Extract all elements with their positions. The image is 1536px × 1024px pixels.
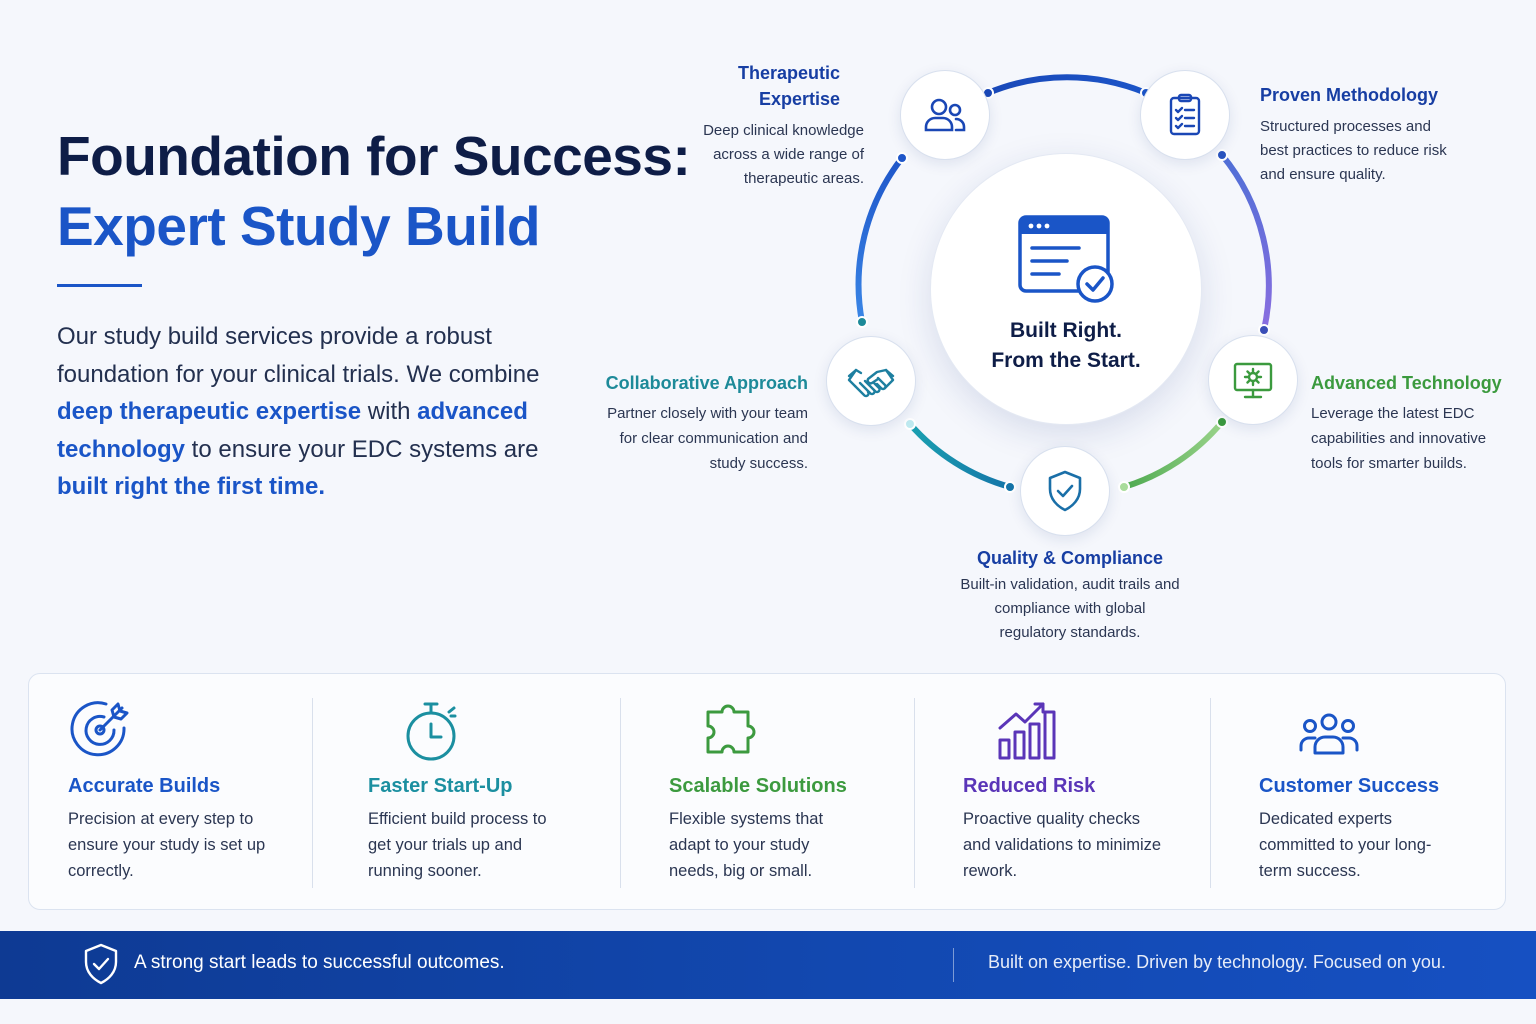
node-title-quality-compliance: Quality & Compliance	[976, 548, 1164, 568]
benefit-title-faster-start-up: Faster Start-Up	[368, 775, 513, 797]
benefits-panel	[28, 673, 1506, 910]
intro-text-2: with	[361, 398, 418, 425]
benefit-title-customer-success: Customer Success	[1259, 775, 1440, 797]
benefit-desc-faster-start-up: Efficient build process to get your tria…	[368, 810, 547, 880]
intro-text-3: to ensure your EDC systems are	[185, 435, 539, 463]
node-collaborative-approach	[826, 336, 916, 426]
benefit-desc-scalable-solutions: Flexible systems that adapt to your stud…	[669, 810, 824, 880]
handshake-icon	[847, 368, 895, 398]
center-line-2: From the Start.	[991, 349, 1141, 372]
target-icon	[70, 701, 129, 757]
benefit-divider	[620, 698, 621, 888]
node-title-therapeutic-expertise: Therapeutic Expertise	[737, 63, 840, 109]
benefit-divider	[914, 698, 915, 888]
node-desc-collaborative-approach: Partner closely with your team for clear…	[607, 405, 808, 472]
node-desc-proven-methodology: Structured processes and best practices …	[1260, 118, 1447, 183]
people-icon	[924, 98, 966, 132]
node-proven-methodology	[1140, 70, 1230, 160]
footer-divider	[953, 948, 954, 982]
intro-paragraph: Our study build services provide a robus…	[57, 318, 557, 506]
monitor-gear-icon	[1233, 362, 1273, 399]
node-title-advanced-technology: Advanced Technology	[1311, 373, 1502, 393]
footer-tagline: A strong start leads to successful outco…	[134, 952, 505, 973]
intro-text-1: Our study build services provide a robus…	[57, 323, 540, 388]
intro-highlight-3: built right the first time.	[57, 473, 325, 500]
node-therapeutic-expertise	[900, 70, 990, 160]
chart-up-icon	[998, 702, 1056, 760]
team-icon	[1299, 713, 1359, 755]
node-advanced-technology	[1208, 335, 1298, 425]
page-title-line1: Foundation for Success:	[57, 125, 691, 187]
benefit-divider	[312, 698, 313, 888]
node-title-collaborative-approach: Collaborative Approach	[605, 373, 808, 393]
center-message: Built Right. From the Start.	[930, 316, 1202, 376]
intro-highlight-1: deep therapeutic expertise	[57, 398, 362, 425]
browser-check-icon	[1018, 215, 1114, 303]
node-desc-therapeutic-expertise: Deep clinical knowledge across a wide ra…	[703, 122, 864, 187]
footer-slogan: Built on expertise. Driven by technology…	[988, 952, 1446, 972]
shield-check-icon	[1048, 470, 1082, 512]
center-line-1: Built Right.	[1010, 319, 1122, 342]
benefit-desc-accurate-builds: Precision at every step to ensure your s…	[68, 810, 266, 880]
node-quality-compliance	[1020, 446, 1110, 536]
node-title-proven-methodology: Proven Methodology	[1260, 85, 1439, 105]
node-desc-advanced-technology: Leverage the latest EDC capabilities and…	[1311, 405, 1487, 472]
benefit-title-reduced-risk: Reduced Risk	[963, 775, 1096, 797]
shield-check-icon	[84, 943, 118, 985]
benefit-desc-customer-success: Dedicated experts committed to your long…	[1259, 810, 1432, 880]
puzzle-icon	[706, 704, 756, 754]
checklist-icon	[1169, 93, 1201, 136]
stopwatch-icon	[406, 702, 457, 761]
benefit-divider	[1210, 698, 1211, 888]
page-title-line2: Expert Study Build	[57, 195, 541, 257]
footer-bar	[0, 931, 1536, 999]
title-underline	[57, 284, 142, 287]
cycle-ring	[855, 74, 1272, 493]
benefit-title-accurate-builds: Accurate Builds	[68, 775, 221, 797]
benefit-title-scalable-solutions: Scalable Solutions	[669, 775, 847, 797]
node-desc-quality-compliance: Built-in validation, audit trails and co…	[960, 576, 1180, 641]
intro-highlight-2: advanced technology	[57, 398, 528, 463]
benefit-desc-reduced-risk: Proactive quality checks and validations…	[963, 810, 1162, 880]
